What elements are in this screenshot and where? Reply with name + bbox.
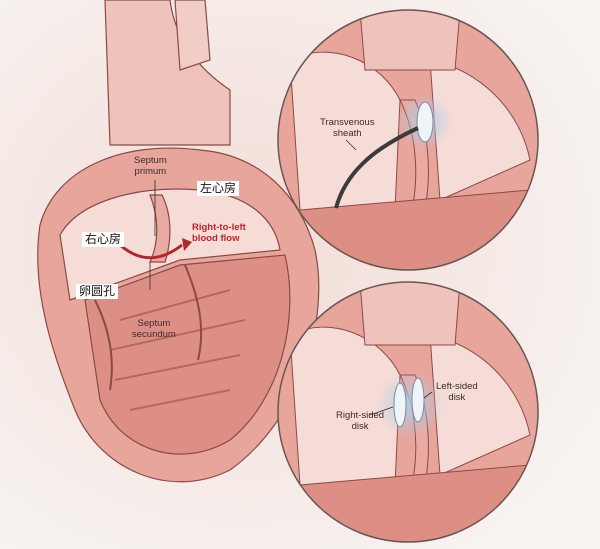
valve-right [94,299,113,391]
flow-arrow [119,243,183,260]
valve-left [184,264,203,361]
inset-bottom-frame [277,281,539,543]
leader-lines [149,180,156,290]
label-septum-primum: Septum primum [134,155,167,177]
ventricle-cavity [84,254,291,455]
label-right-atrium-cn: 右心房 [82,232,125,247]
label-septum-secundum: Septum secundum [132,318,176,340]
label-transvenous-sheath: Transvenous sheath [320,117,375,139]
label-foramen-ovale-cn: 卵圆孔 [76,284,119,299]
inset-top [278,10,538,270]
main-heart [37,0,320,483]
inset-bottom [278,282,538,542]
interatrial-septum [149,194,171,263]
inset-top-frame [277,9,539,271]
label-right-to-left-flow: Right-to-left blood flow [192,222,246,244]
label-right-sided-disk: Right-sided disk [336,410,385,432]
great-vessel-top [174,0,211,71]
muscle-band-1 [109,289,246,411]
label-left-atrium-cn: 左心房 [197,181,240,196]
label-left-sided-disk: Left-sided disk [436,381,478,403]
flow-arrow-head [182,238,192,251]
